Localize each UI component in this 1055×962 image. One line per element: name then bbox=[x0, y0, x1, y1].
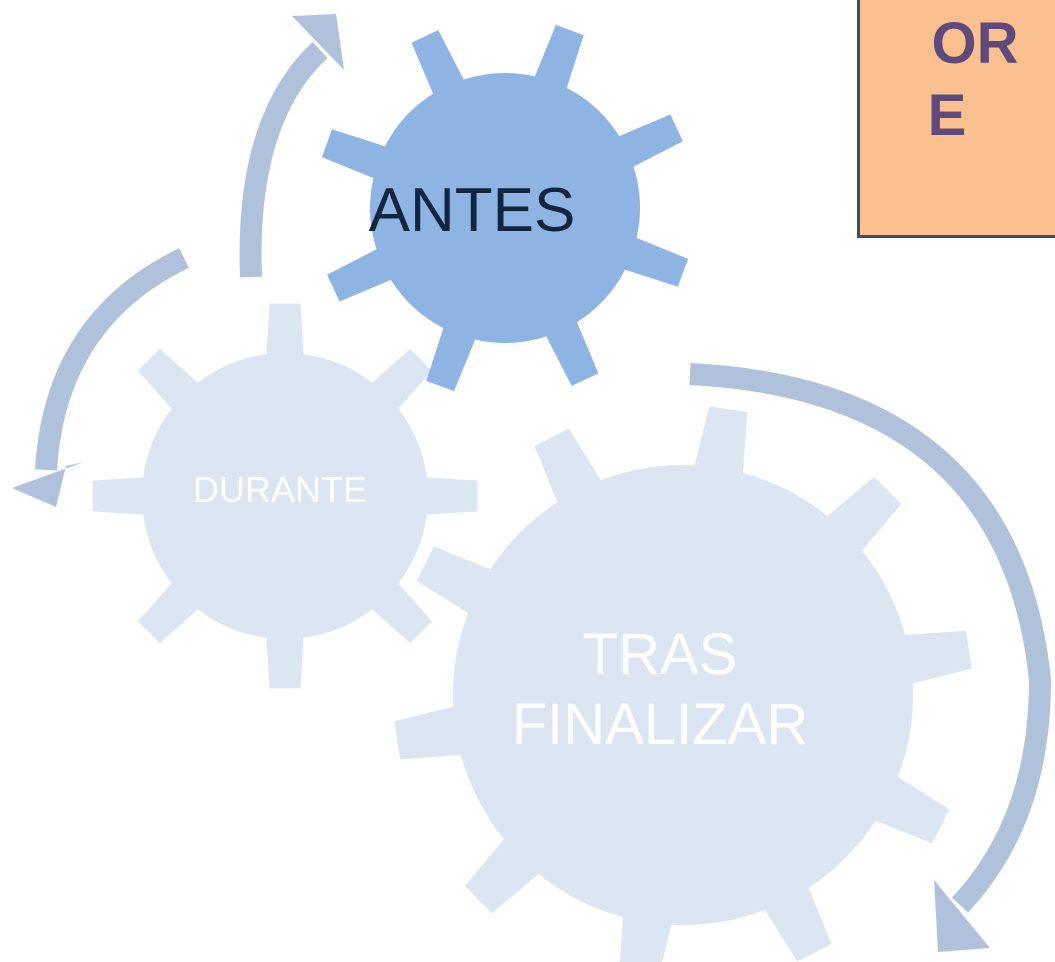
arrow-to-antes-shaft bbox=[239, 41, 328, 278]
tras-finalizar-label: TRAS FINALIZAR bbox=[470, 620, 850, 760]
arrow-to-antes-head bbox=[292, 14, 344, 70]
arrow-to-durante-shaft bbox=[35, 248, 189, 471]
antes-gear bbox=[321, 24, 689, 392]
arrow-to-tras-head bbox=[934, 880, 990, 952]
title-box: OR E bbox=[857, 0, 1055, 238]
arrow-to-durante bbox=[12, 248, 189, 507]
arrow-to-tras-shaft bbox=[689, 363, 1052, 913]
tras-label-line1: TRAS bbox=[582, 622, 738, 687]
durante-gear bbox=[92, 303, 478, 689]
arrow-to-tras bbox=[689, 363, 1052, 952]
title-line-1: OR bbox=[931, 11, 1019, 76]
antes-label: ANTES bbox=[368, 176, 576, 245]
title-line-2: E bbox=[927, 83, 967, 148]
arrow-to-antes bbox=[239, 14, 344, 278]
tras-label-line2: FINALIZAR bbox=[511, 692, 809, 757]
tras-finalizar-gear bbox=[394, 406, 972, 962]
arrow-to-durante-head bbox=[12, 462, 84, 507]
durante-label: DURANTE bbox=[192, 469, 367, 510]
